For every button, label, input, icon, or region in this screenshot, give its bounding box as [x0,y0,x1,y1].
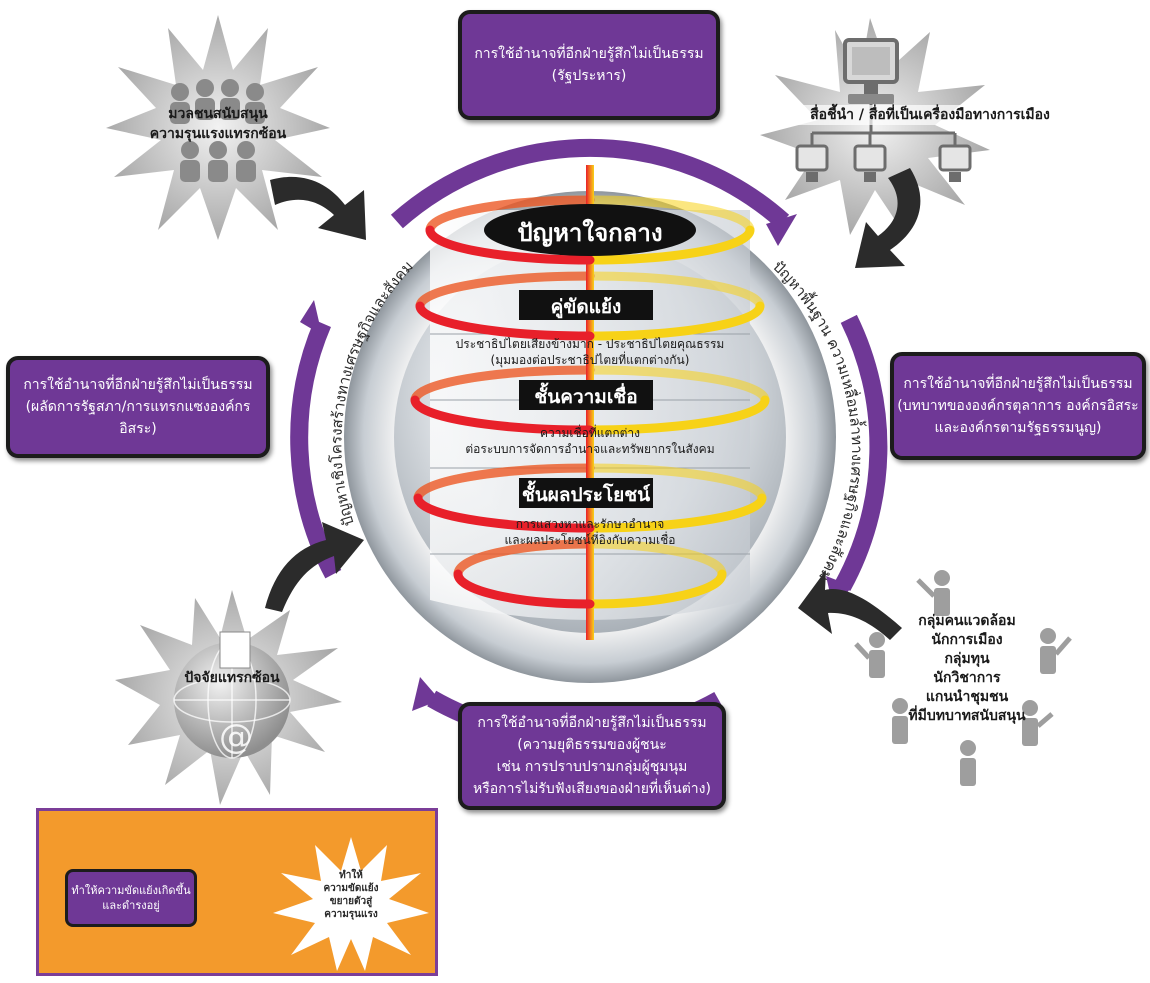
box-victor-line-2: (ความยุติธรรมของผู้ชนะ [517,737,667,753]
factor-media-label: สื่อชี้นำ / สื่อที่เป็นเครื่องมือทางการเ… [780,105,1080,125]
at-sign-glyph: @ [219,717,253,757]
spiral-loop-back-red [410,365,595,405]
layer-heading-parties: คู่ขัดแย้ง [551,296,622,319]
box-judiciary-line-1: การใช้อำนาจที่อีกฝ่ายรู้สึกไม่เป็นธรรม [903,376,1133,392]
spiral-loop-front-yellow [585,225,755,265]
spiral-loop-back-red [453,539,595,579]
factor-mass-label: มวลชนสนับสนุน ความรุนแรงแทรกซ้อน [138,104,298,144]
box-judiciary-line-2: (บทบาทขององค์กรตุลาการ องค์กรอิสระ [897,398,1139,414]
spiral-loop-back-red [415,271,595,311]
dark-arrows [265,168,921,640]
box-victor-line-4: หรือการไม่รับฟังเสียงของฝ่ายที่เห็นต่าง) [473,781,711,797]
box-coup-line-1: การใช้อำนาจที่อีกฝ่ายรู้สึกไม่เป็นธรรม [474,46,704,62]
computer-network-icon [795,38,972,182]
burst-mass [106,15,330,240]
spiral-loop-front-yellow [585,493,767,533]
legend-burst-line-4: ความรุนแรง [324,909,378,920]
spiral-loop-front-red [415,301,595,341]
legend-panel: ทำให้ความขัดแย้งเกิดขึ้น และดำรงอยู่ ทำใ… [36,808,438,976]
box-judiciary-line-3: และองค์กรตามรัฐธรรมนูญ) [934,420,1102,436]
factor-intervening-line-1: ปัจจัยแทรกซ้อน [184,670,280,686]
box-victor-line-3: เช่น การปราบปรามกลุ่มผู้ชุมนุม [496,759,688,775]
spiral-loop-front-red [413,493,595,533]
globe-document-icon: @ [173,631,291,759]
spiral-loop-back-red [413,463,595,503]
layer-parties-line-1: ประชาธิปไตยเสียงข้างมาก - ประชาธิปไตยคุณ… [456,337,725,352]
factor-intervening-label: ปัจจัยแทรกซ้อน [162,668,302,688]
box-parliament-line-2: (ผลัดการรัฐสภา/การแทรกแซงองค์กรอิสระ) [25,399,251,437]
layer-parties-line-2: (มุมมองต่อประชาธิปไตยที่แตกต่างกัน) [491,351,690,368]
box-parliament-line-1: การใช้อำนาจที่อีกฝ่ายรู้สึกไม่เป็นธรรม [23,377,253,393]
crowd-icon [170,79,265,182]
legend-burst-line-3: ขยายตัวสู่ [329,896,373,907]
box-victor-line-1: การใช้อำนาจที่อีกฝ่ายรู้สึกไม่เป็นธรรม [477,715,707,731]
factor-groups-line-4: นักวิชาการ [933,670,1001,686]
layer-heading-interests: ชั้นผลประโยชน์ [522,480,651,506]
factor-mass-line-2: ความรุนแรงแทรกซ้อน [149,126,287,142]
layer-interests-line-1: การแสวงหาและรักษาอำนาจ [516,517,665,531]
layer-beliefs-line-1: ความเชื่อที่แตกต่าง [540,424,640,440]
spiral-loop-front-red [425,225,595,265]
factor-groups-line-5: แกนนำชุมชน [925,689,1009,705]
layer-interests-line-2: และผลประโยชน์ที่อิงกับความเชื่อ [505,531,676,547]
box-parliament: การใช้อำนาจที่อีกฝ่ายรู้สึกไม่เป็นธรรม (… [6,356,270,458]
layer-heading-bar [519,380,653,410]
spiral-loop-front-yellow [585,395,770,435]
box-coup-line-2: (รัฐประหาร) [551,68,627,84]
factor-groups-line-3: กลุ่มทุน [944,651,990,667]
legend-burst-text: ทำให้ ความขัดแย้ง ขยายตัวสู่ ความรุนแรง [307,869,395,921]
layer-beliefs-line-2: ต่อระบบการจัดการอำนาจและทรัพยากรในสังคม [465,442,714,456]
factor-groups-line-2: นักการเมือง [931,632,1003,648]
box-coup: การใช้อำนาจที่อีกฝ่ายรู้สึกไม่เป็นธรรม (… [458,10,720,120]
legend-burst [273,837,429,971]
spiral-loop-back-red [425,195,595,235]
factor-groups-line-1: กลุ่มคนแวดล้อม [918,613,1016,629]
factor-groups-label: กลุ่มคนแวดล้อม นักการเมือง กลุ่มทุน นักว… [890,612,1044,726]
core-problem-ellipse [484,204,696,256]
legend-burst-line-2: ความขัดแย้ง [323,883,379,894]
layer-heading-bar [519,290,653,320]
box-victor-justice: การใช้อำนาจที่อีกฝ่ายรู้สึกไม่เป็นธรรม (… [458,702,726,810]
core-problem-title: ปัญหาใจกลาง [517,218,662,247]
spiral-loop-front-red [410,395,595,435]
spiral-loop-front-yellow [585,569,727,609]
legend-box-line-1: ทำให้ความขัดแย้งเกิดขึ้น [71,884,191,897]
people-icon [854,570,1072,786]
factor-mass-line-1: มวลชนสนับสนุน [168,106,268,122]
box-judiciary: การใช้อำนาจที่อีกฝ่ายรู้สึกไม่เป็นธรรม (… [890,352,1146,460]
factor-groups-line-6: ที่มีบทบาทสนับสนุน [908,708,1026,724]
legend-purple-box: ทำให้ความขัดแย้งเกิดขึ้น และดำรงอยู่ [65,869,197,927]
spiral-front [410,225,770,609]
legend-burst-line-1: ทำให้ [339,870,363,881]
legend-box-line-2: และดำรงอยู่ [102,899,160,912]
factor-media-line-1: สื่อชี้นำ / สื่อที่เป็นเครื่องมือทางการเ… [810,107,1050,123]
layer-heading-beliefs: ชั้นความเชื่อ [534,382,637,408]
layer-heading-bar [519,478,653,508]
spiral-loop-front-yellow [585,301,765,341]
spiral-loop-front-red [453,569,595,609]
